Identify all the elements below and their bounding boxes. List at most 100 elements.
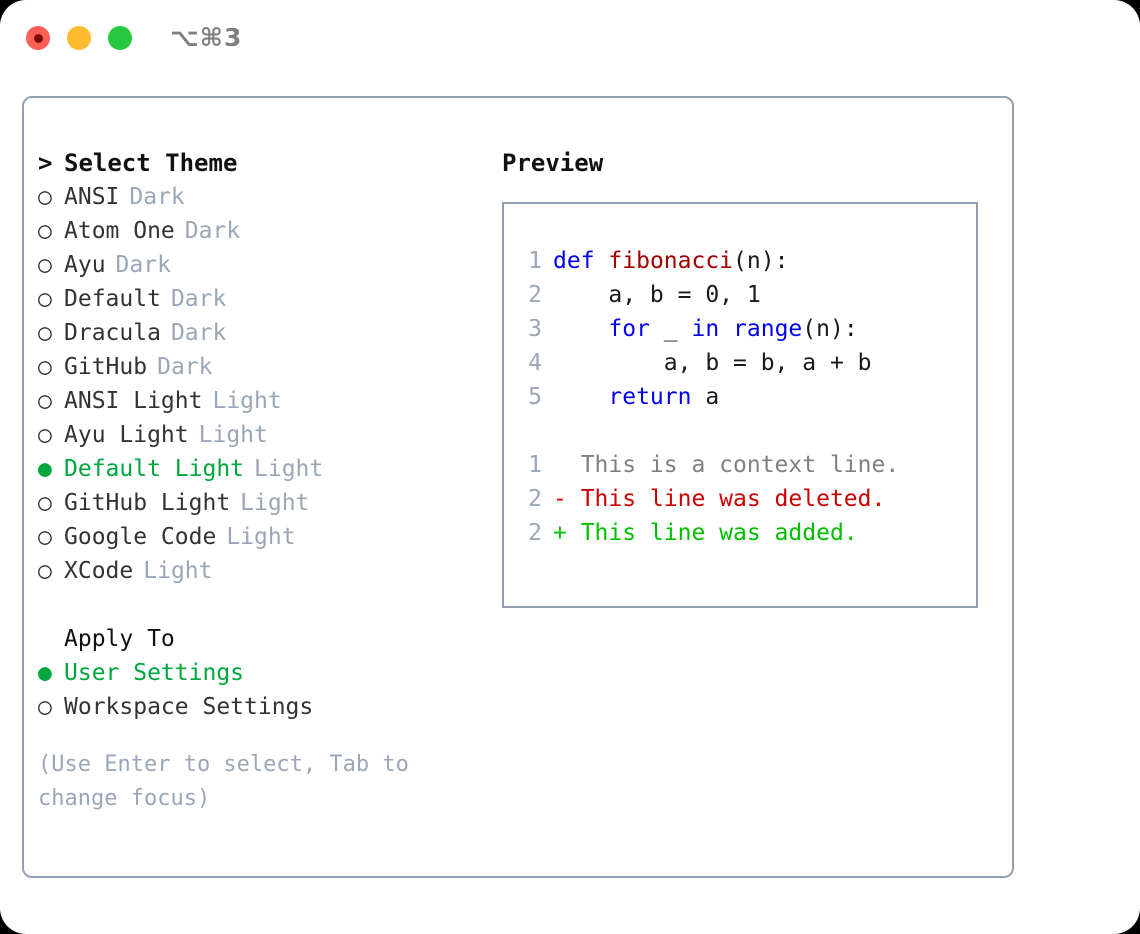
code-line-number: 4 <box>528 350 542 376</box>
theme-item-variant-tag: Light <box>226 524 296 550</box>
diff-line-text: This is a context line. <box>553 452 900 478</box>
code-token: a <box>691 384 720 410</box>
radio-unselected-icon: ○ <box>38 252 52 278</box>
diff-line: 1 This is a context line. <box>504 448 976 482</box>
code-token: for <box>608 316 650 342</box>
list-spacer <box>38 588 498 622</box>
code-token: range <box>733 316 803 342</box>
code-token <box>595 248 609 274</box>
title-bar: ⌥⌘3 <box>0 0 1140 76</box>
theme-item-label: Ayu Light <box>64 422 189 448</box>
theme-item-variant-tag: Light <box>254 456 324 482</box>
diff-line-text: + This line was added. <box>553 520 858 546</box>
theme-item-variant-tag: Dark <box>170 286 227 312</box>
diff-line: 2 - This line was deleted. <box>504 482 976 516</box>
theme-list-item[interactable]: ○ Dracula Dark <box>38 316 498 350</box>
code-token: def <box>553 248 595 274</box>
apply-to-list: ● User Settings ○Workspace Settings <box>38 656 498 724</box>
theme-list-item[interactable]: ○ Default Dark <box>38 282 498 316</box>
theme-item-label: Dracula <box>64 320 161 346</box>
focus-caret-icon: > <box>38 149 53 177</box>
apply-to-header: Apply To <box>64 626 175 652</box>
minimize-button[interactable] <box>67 26 91 50</box>
radio-unselected-icon: ○ <box>38 422 52 448</box>
theme-item-variant-tag: Dark <box>157 354 213 380</box>
diff-line: 2+ This line was added. <box>504 516 976 550</box>
apply-to-item-label: User Settings <box>64 660 245 686</box>
apply-to-item-label: Workspace Settings <box>64 694 314 720</box>
code-diff-gap <box>504 414 976 448</box>
theme-list-item[interactable]: ○ GitHub Light Light <box>38 486 498 520</box>
theme-item-variant-tag: Light <box>240 490 310 516</box>
theme-item-label: ANSI <box>64 184 120 210</box>
theme-item-variant-tag: Light <box>198 422 268 448</box>
code-token: a, b = 0, 1 <box>553 282 761 308</box>
radio-unselected-icon: ○ <box>38 558 52 584</box>
theme-item-label: Default Light <box>64 456 245 482</box>
code-token <box>553 384 608 410</box>
theme-item-label: Ayu <box>64 252 106 278</box>
radio-unselected-icon: ○ <box>38 354 52 380</box>
diff-line-number: 1 <box>528 452 542 478</box>
radio-unselected-icon: ○ <box>38 320 52 346</box>
diff-line-text: - This line was deleted. <box>553 486 886 512</box>
theme-item-label: GitHub Light <box>64 490 231 516</box>
apply-to-item[interactable]: ● User Settings <box>38 656 498 690</box>
theme-item-label: Default <box>64 286 161 312</box>
theme-item-variant-tag: Light <box>143 558 213 584</box>
traffic-light-group <box>26 26 132 50</box>
code-line-number: 5 <box>528 384 542 410</box>
code-token: fibonacci <box>608 248 734 274</box>
theme-list-item[interactable]: ○ XCode Light <box>38 554 498 588</box>
code-token: return <box>608 384 692 410</box>
code-token: in <box>691 316 720 342</box>
code-line-number: 2 <box>528 282 542 308</box>
radio-unselected-icon: ○ <box>38 286 52 312</box>
code-line: 1 def fibonacci(n): <box>504 244 976 278</box>
diff-line-number: 2 <box>528 486 542 512</box>
theme-item-variant-tag: Dark <box>129 184 185 210</box>
code-token: (n): <box>802 316 858 342</box>
theme-list-item[interactable]: ○ GitHub Dark <box>38 350 498 384</box>
theme-item-label: XCode <box>64 558 134 584</box>
theme-item-variant-tag: Dark <box>184 218 241 244</box>
theme-list-header-label: Select Theme <box>64 149 238 177</box>
radio-unselected-icon: ○ <box>38 524 52 550</box>
code-line: 3 for _ in range(n): <box>504 312 976 346</box>
theme-list-item[interactable]: ○ Atom One Dark <box>38 214 498 248</box>
theme-list-header: > Select Theme <box>38 146 498 180</box>
code-token: a, b = b, a + b <box>553 350 872 376</box>
radio-unselected-icon: ○ <box>38 388 52 414</box>
radio-unselected-icon: ○ <box>38 490 52 516</box>
code-line: 5 return a <box>504 380 976 414</box>
radio-selected-icon: ● <box>38 660 52 686</box>
maximize-button[interactable] <box>108 26 132 50</box>
theme-item-label: ANSI Light <box>64 388 203 414</box>
code-line-number: 1 <box>528 248 542 274</box>
code-token <box>719 316 733 342</box>
code-token: (n): <box>733 248 789 274</box>
keyboard-shortcut-label: ⌥⌘3 <box>170 23 243 52</box>
theme-list-item[interactable]: ○ Ayu Light Light <box>38 418 498 452</box>
code-token <box>553 316 608 342</box>
apply-to-item[interactable]: ○Workspace Settings <box>38 690 498 724</box>
diff-sample: 1 This is a context line. 2 - This line wa… <box>504 448 976 550</box>
radio-unselected-icon: ○ <box>38 218 52 244</box>
close-button[interactable] <box>26 26 50 50</box>
theme-item-variant-tag: Dark <box>170 320 227 346</box>
theme-item-label: Atom One <box>64 218 175 244</box>
code-token: _ <box>649 316 692 342</box>
code-line-number: 3 <box>528 316 542 342</box>
preview-title: Preview <box>502 149 604 177</box>
theme-item-label: GitHub <box>64 354 148 380</box>
